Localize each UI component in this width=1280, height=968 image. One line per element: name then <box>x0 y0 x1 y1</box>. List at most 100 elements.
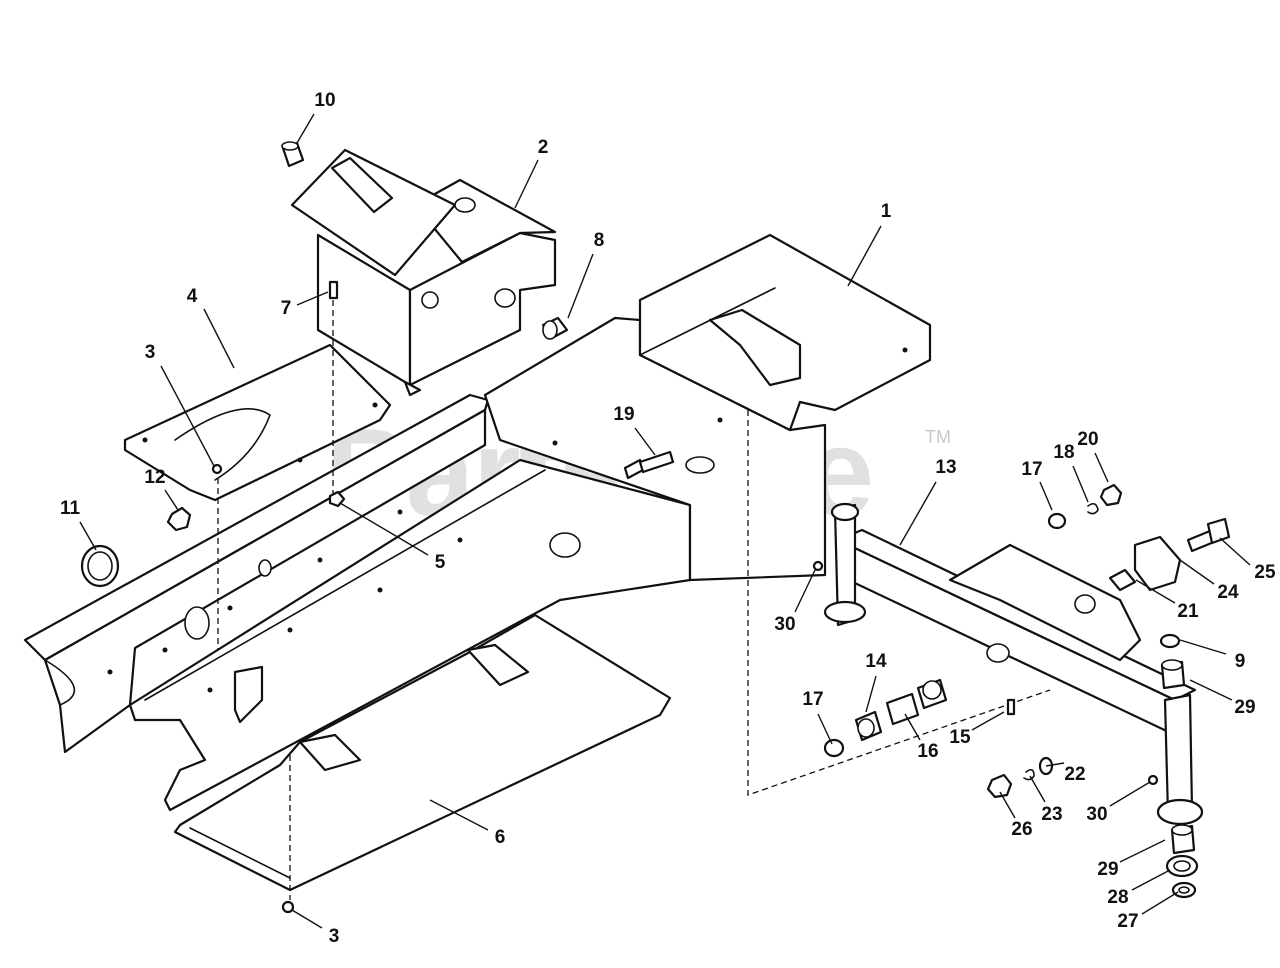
callout-number: 13 <box>935 457 956 478</box>
callout-number: 15 <box>949 727 971 748</box>
leader-line <box>164 489 179 511</box>
callout-number: 29 <box>1234 697 1255 718</box>
part-plug-11 <box>80 544 120 588</box>
callout-c-15: 15 <box>949 711 1005 748</box>
callout-c-2: 2 <box>514 137 549 209</box>
callout-number: 30 <box>1086 804 1107 825</box>
leader-line <box>1039 481 1053 511</box>
part-washer-17b <box>823 738 845 758</box>
leader-line <box>339 502 429 556</box>
callout-number: 6 <box>495 827 506 848</box>
part-bushings-14 <box>854 678 948 742</box>
part-nut-20 <box>1099 483 1123 507</box>
part-clip-18 <box>1087 502 1099 515</box>
callout-number: 14 <box>865 651 887 672</box>
part-bolt-19 <box>623 450 675 480</box>
callout-c-24: 24 <box>1179 559 1239 603</box>
callout-number: 29 <box>1097 859 1118 880</box>
callout-c-20: 20 <box>1077 429 1109 483</box>
part-rivet-3b <box>281 900 295 914</box>
callout-number: 2 <box>538 137 549 158</box>
leader-line <box>865 675 877 713</box>
part-washer-17a <box>1047 512 1067 530</box>
callout-c-18: 18 <box>1053 442 1089 503</box>
part-bushing-29b <box>1170 824 1196 855</box>
leader-line <box>1141 891 1179 915</box>
callout-c-23: 23 <box>1029 775 1063 825</box>
leader-line <box>1094 452 1109 483</box>
callout-number: 11 <box>60 498 81 519</box>
callout-number: 25 <box>1254 562 1276 583</box>
callout-c-13: 13 <box>899 457 957 546</box>
callout-c-17a: 17 <box>1021 459 1053 511</box>
leader-line <box>1189 679 1233 701</box>
leader-line <box>1219 537 1251 566</box>
leader-line <box>1109 781 1151 807</box>
callout-c-12: 12 <box>144 467 179 511</box>
callout-c-14: 14 <box>865 651 887 713</box>
leader-line <box>904 713 921 741</box>
callout-number: 18 <box>1053 442 1074 463</box>
part-bolt-25 <box>1186 517 1231 553</box>
callout-c-29a: 29 <box>1189 679 1256 718</box>
callout-c-4: 4 <box>187 286 235 369</box>
callout-number: 30 <box>774 614 795 635</box>
callout-c-19: 19 <box>613 404 656 456</box>
callout-number: 22 <box>1064 764 1085 785</box>
callout-number: 7 <box>281 298 292 319</box>
alignment-line-axle <box>747 410 1051 796</box>
leader-line <box>79 521 97 551</box>
part-bracket-24 <box>1133 535 1182 592</box>
callout-number: 12 <box>144 467 165 488</box>
callout-number: 21 <box>1177 601 1199 622</box>
callout-number: 17 <box>802 689 823 710</box>
callout-c-3a: 3 <box>145 342 215 467</box>
leader-line <box>567 253 594 319</box>
leader-line <box>634 427 656 456</box>
callout-c-5: 5 <box>339 502 446 573</box>
leader-line <box>1135 579 1176 604</box>
leader-line <box>1119 839 1166 863</box>
leader-line <box>1131 869 1171 891</box>
leader-line <box>429 799 489 831</box>
leader-line <box>847 225 882 287</box>
part-zerk-30a <box>812 560 824 572</box>
leader-line <box>1029 775 1046 803</box>
callout-number: 23 <box>1041 804 1062 825</box>
callout-number: 16 <box>917 741 938 762</box>
callout-number: 20 <box>1077 429 1098 450</box>
callout-c-1: 1 <box>847 201 892 287</box>
leader-line <box>899 481 937 546</box>
part-zerk-30b <box>1147 774 1159 786</box>
leader-line <box>794 569 816 613</box>
leader-line <box>291 909 323 929</box>
callout-c-21: 21 <box>1135 579 1199 622</box>
leader-line <box>1072 465 1089 503</box>
callout-c-27: 27 <box>1117 891 1179 932</box>
part-bearing-28 <box>1165 854 1199 878</box>
part-clip-23 <box>1023 768 1035 781</box>
part-pedal-bracket <box>290 148 557 397</box>
callout-c-17b: 17 <box>802 689 833 745</box>
callout-number: 3 <box>329 926 340 947</box>
part-spacer-8 <box>541 316 569 340</box>
callout-number: 28 <box>1107 887 1128 908</box>
leader-line <box>971 711 1005 731</box>
callout-c-10a: 10 <box>296 90 336 144</box>
leader-line <box>203 308 235 369</box>
callout-c-7: 7 <box>281 291 329 319</box>
callout-number: 8 <box>594 230 605 251</box>
part-frame-rail-outer <box>23 393 490 754</box>
part-nut-12 <box>166 506 192 532</box>
part-front-axle <box>823 502 1204 826</box>
part-rear-deck <box>483 233 932 582</box>
callout-c-9: 9 <box>1179 639 1245 672</box>
callout-c-11: 11 <box>60 498 97 551</box>
callout-number: 10 <box>314 90 335 111</box>
part-skid-plate <box>173 613 672 892</box>
callout-c-30a: 30 <box>774 569 816 635</box>
callout-number: 3 <box>145 342 156 363</box>
